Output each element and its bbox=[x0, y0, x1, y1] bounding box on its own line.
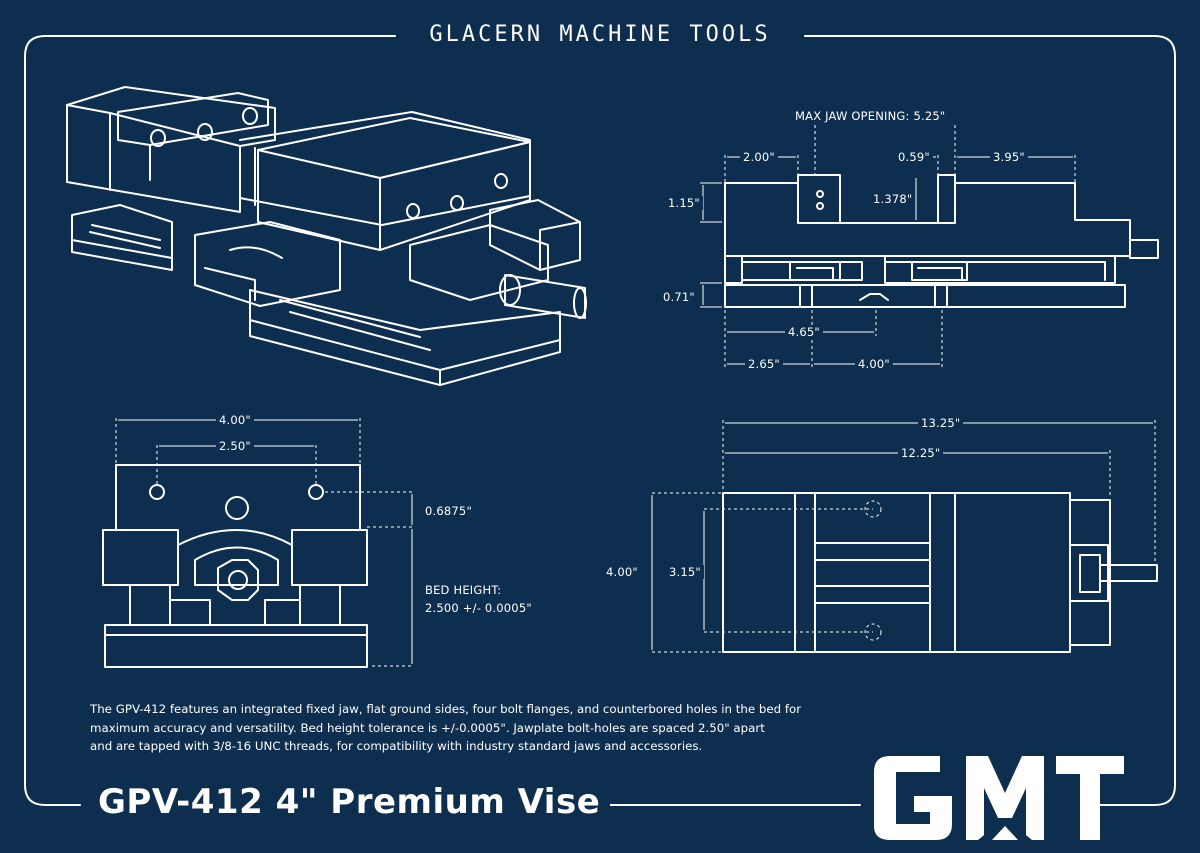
front-view bbox=[102, 418, 413, 668]
product-title: GPV-412 4" Premium Vise bbox=[88, 780, 611, 824]
bed-height-label: BED HEIGHT: bbox=[422, 583, 505, 597]
dim-side-2-00: 2.00" bbox=[740, 150, 778, 164]
frame-border bbox=[24, 35, 1176, 806]
dim-side-1-378: 1.378" bbox=[870, 192, 916, 206]
description-line-3: and are tapped with 3/8-16 UNC threads, … bbox=[90, 739, 703, 753]
dim-top-4-00: 4.00" bbox=[603, 565, 641, 579]
bed-height-value: 2.500 +/- 0.0005" bbox=[422, 601, 535, 615]
dim-side-3-95: 3.95" bbox=[990, 150, 1028, 164]
dim-max-jaw-opening: MAX JAW OPENING: 5.25" bbox=[792, 109, 949, 123]
dim-side-4-65: 4.65" bbox=[785, 325, 823, 339]
gmt-logo bbox=[874, 756, 1124, 840]
dim-top-13-25: 13.25" bbox=[918, 416, 964, 430]
product-description: The GPV-412 features an integrated fixed… bbox=[90, 700, 801, 756]
isometric-view bbox=[66, 86, 587, 386]
dim-front-0-6875: 0.6875" bbox=[422, 504, 475, 518]
dim-top-3-15: 3.15" bbox=[666, 565, 704, 579]
dim-front-4-00: 4.00" bbox=[216, 413, 254, 427]
dim-side-4-00: 4.00" bbox=[855, 357, 893, 371]
dim-side-1-15: 1.15" bbox=[665, 196, 703, 210]
dim-side-2-65: 2.65" bbox=[745, 357, 783, 371]
description-line-2: maximum accuracy and versatility. Bed he… bbox=[90, 720, 765, 735]
dim-front-2-50: 2.50" bbox=[216, 439, 254, 453]
dim-side-0-71: 0.71" bbox=[660, 290, 698, 304]
dim-top-12-25: 12.25" bbox=[898, 446, 944, 460]
company-title: GLACERN MACHINE TOOLS bbox=[400, 22, 800, 48]
dim-side-0-59: 0.59" bbox=[895, 150, 933, 164]
description-line-1: The GPV-412 features an integrated fixed… bbox=[90, 702, 802, 716]
top-view bbox=[651, 420, 1158, 653]
